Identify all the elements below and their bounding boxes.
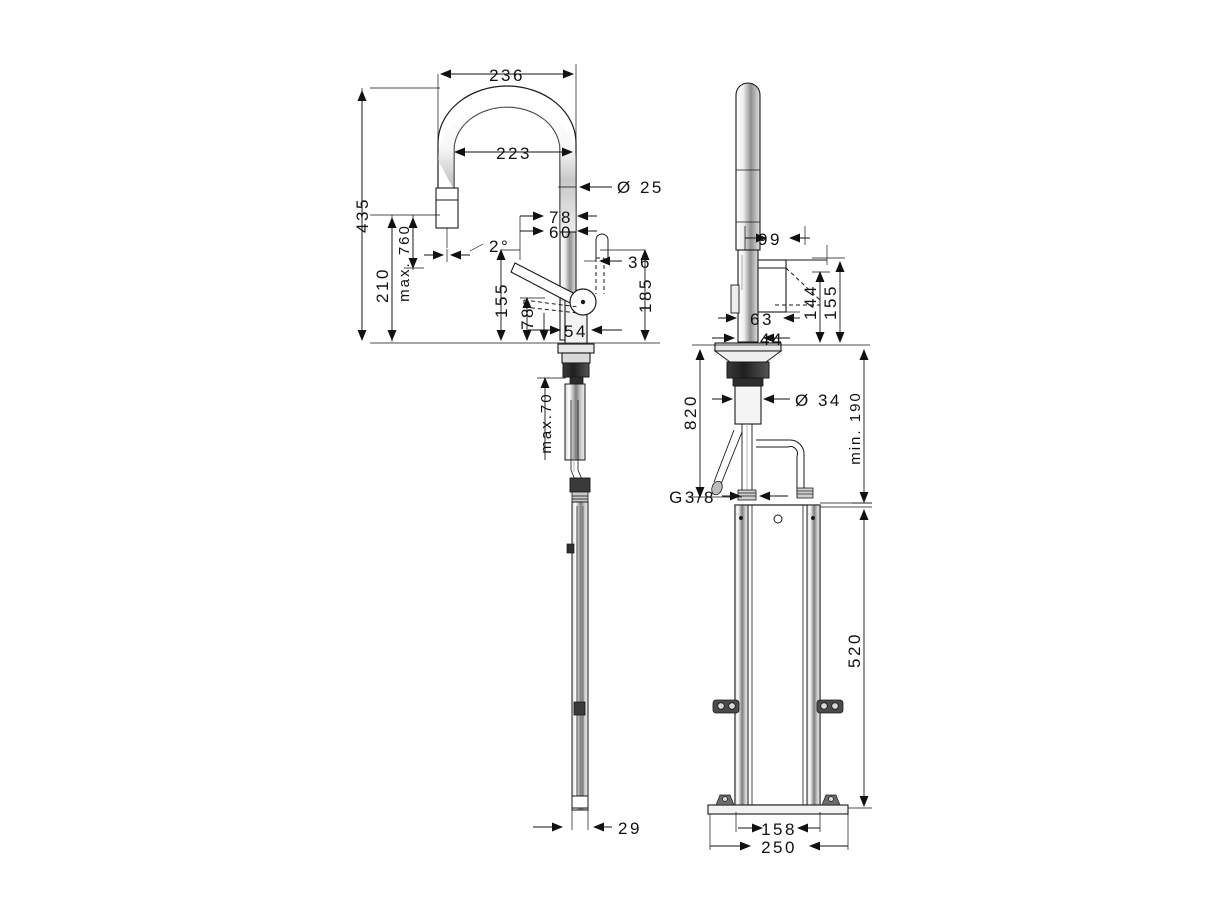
dim-210: 210 bbox=[373, 267, 392, 303]
dim-diameter-25: Ø 25 bbox=[617, 178, 664, 197]
dim-78-lower: 78 bbox=[518, 306, 537, 330]
front-view-dimensions bbox=[357, 64, 660, 832]
dim-185: 185 bbox=[636, 277, 655, 313]
dim-820: 820 bbox=[681, 394, 700, 430]
dim-60: 60 bbox=[549, 223, 573, 242]
dim-29: 29 bbox=[618, 819, 642, 838]
dim-2-degrees: 2° bbox=[489, 237, 510, 256]
dim-78-upper: 78 bbox=[549, 208, 573, 227]
dim-236: 236 bbox=[489, 66, 525, 85]
dim-g38: G3/8 bbox=[669, 488, 716, 507]
dim-max-760: max. 760 bbox=[396, 224, 413, 302]
dim-54: 54 bbox=[564, 322, 588, 341]
dim-min-190: min. 190 bbox=[847, 391, 864, 465]
dim-155-side: 155 bbox=[821, 284, 840, 320]
dim-44: 44 bbox=[760, 330, 784, 349]
side-view-dimension-labels: 99 63 44 144 155 820 Ø 34 min. 190 G3/8 … bbox=[669, 230, 864, 857]
dim-435: 435 bbox=[353, 197, 372, 233]
dim-99: 99 bbox=[758, 230, 782, 249]
front-view-geometry bbox=[435, 85, 609, 811]
side-view-dimensions bbox=[692, 226, 872, 851]
dim-158: 158 bbox=[761, 820, 797, 839]
dim-155-front: 155 bbox=[492, 282, 511, 318]
front-view-dimension-labels: 236 223 435 210 max. 760 2° Ø 25 78 60 3… bbox=[353, 66, 664, 838]
dim-max-70: max.70 bbox=[538, 392, 555, 453]
dim-520: 520 bbox=[845, 632, 864, 668]
dim-63: 63 bbox=[750, 310, 774, 329]
dim-36: 36 bbox=[628, 253, 652, 272]
dim-223: 223 bbox=[496, 144, 532, 163]
dim-diameter-34: Ø 34 bbox=[795, 391, 842, 410]
dim-250: 250 bbox=[761, 838, 797, 857]
dim-144: 144 bbox=[801, 284, 820, 320]
side-view-geometry bbox=[707, 82, 849, 815]
